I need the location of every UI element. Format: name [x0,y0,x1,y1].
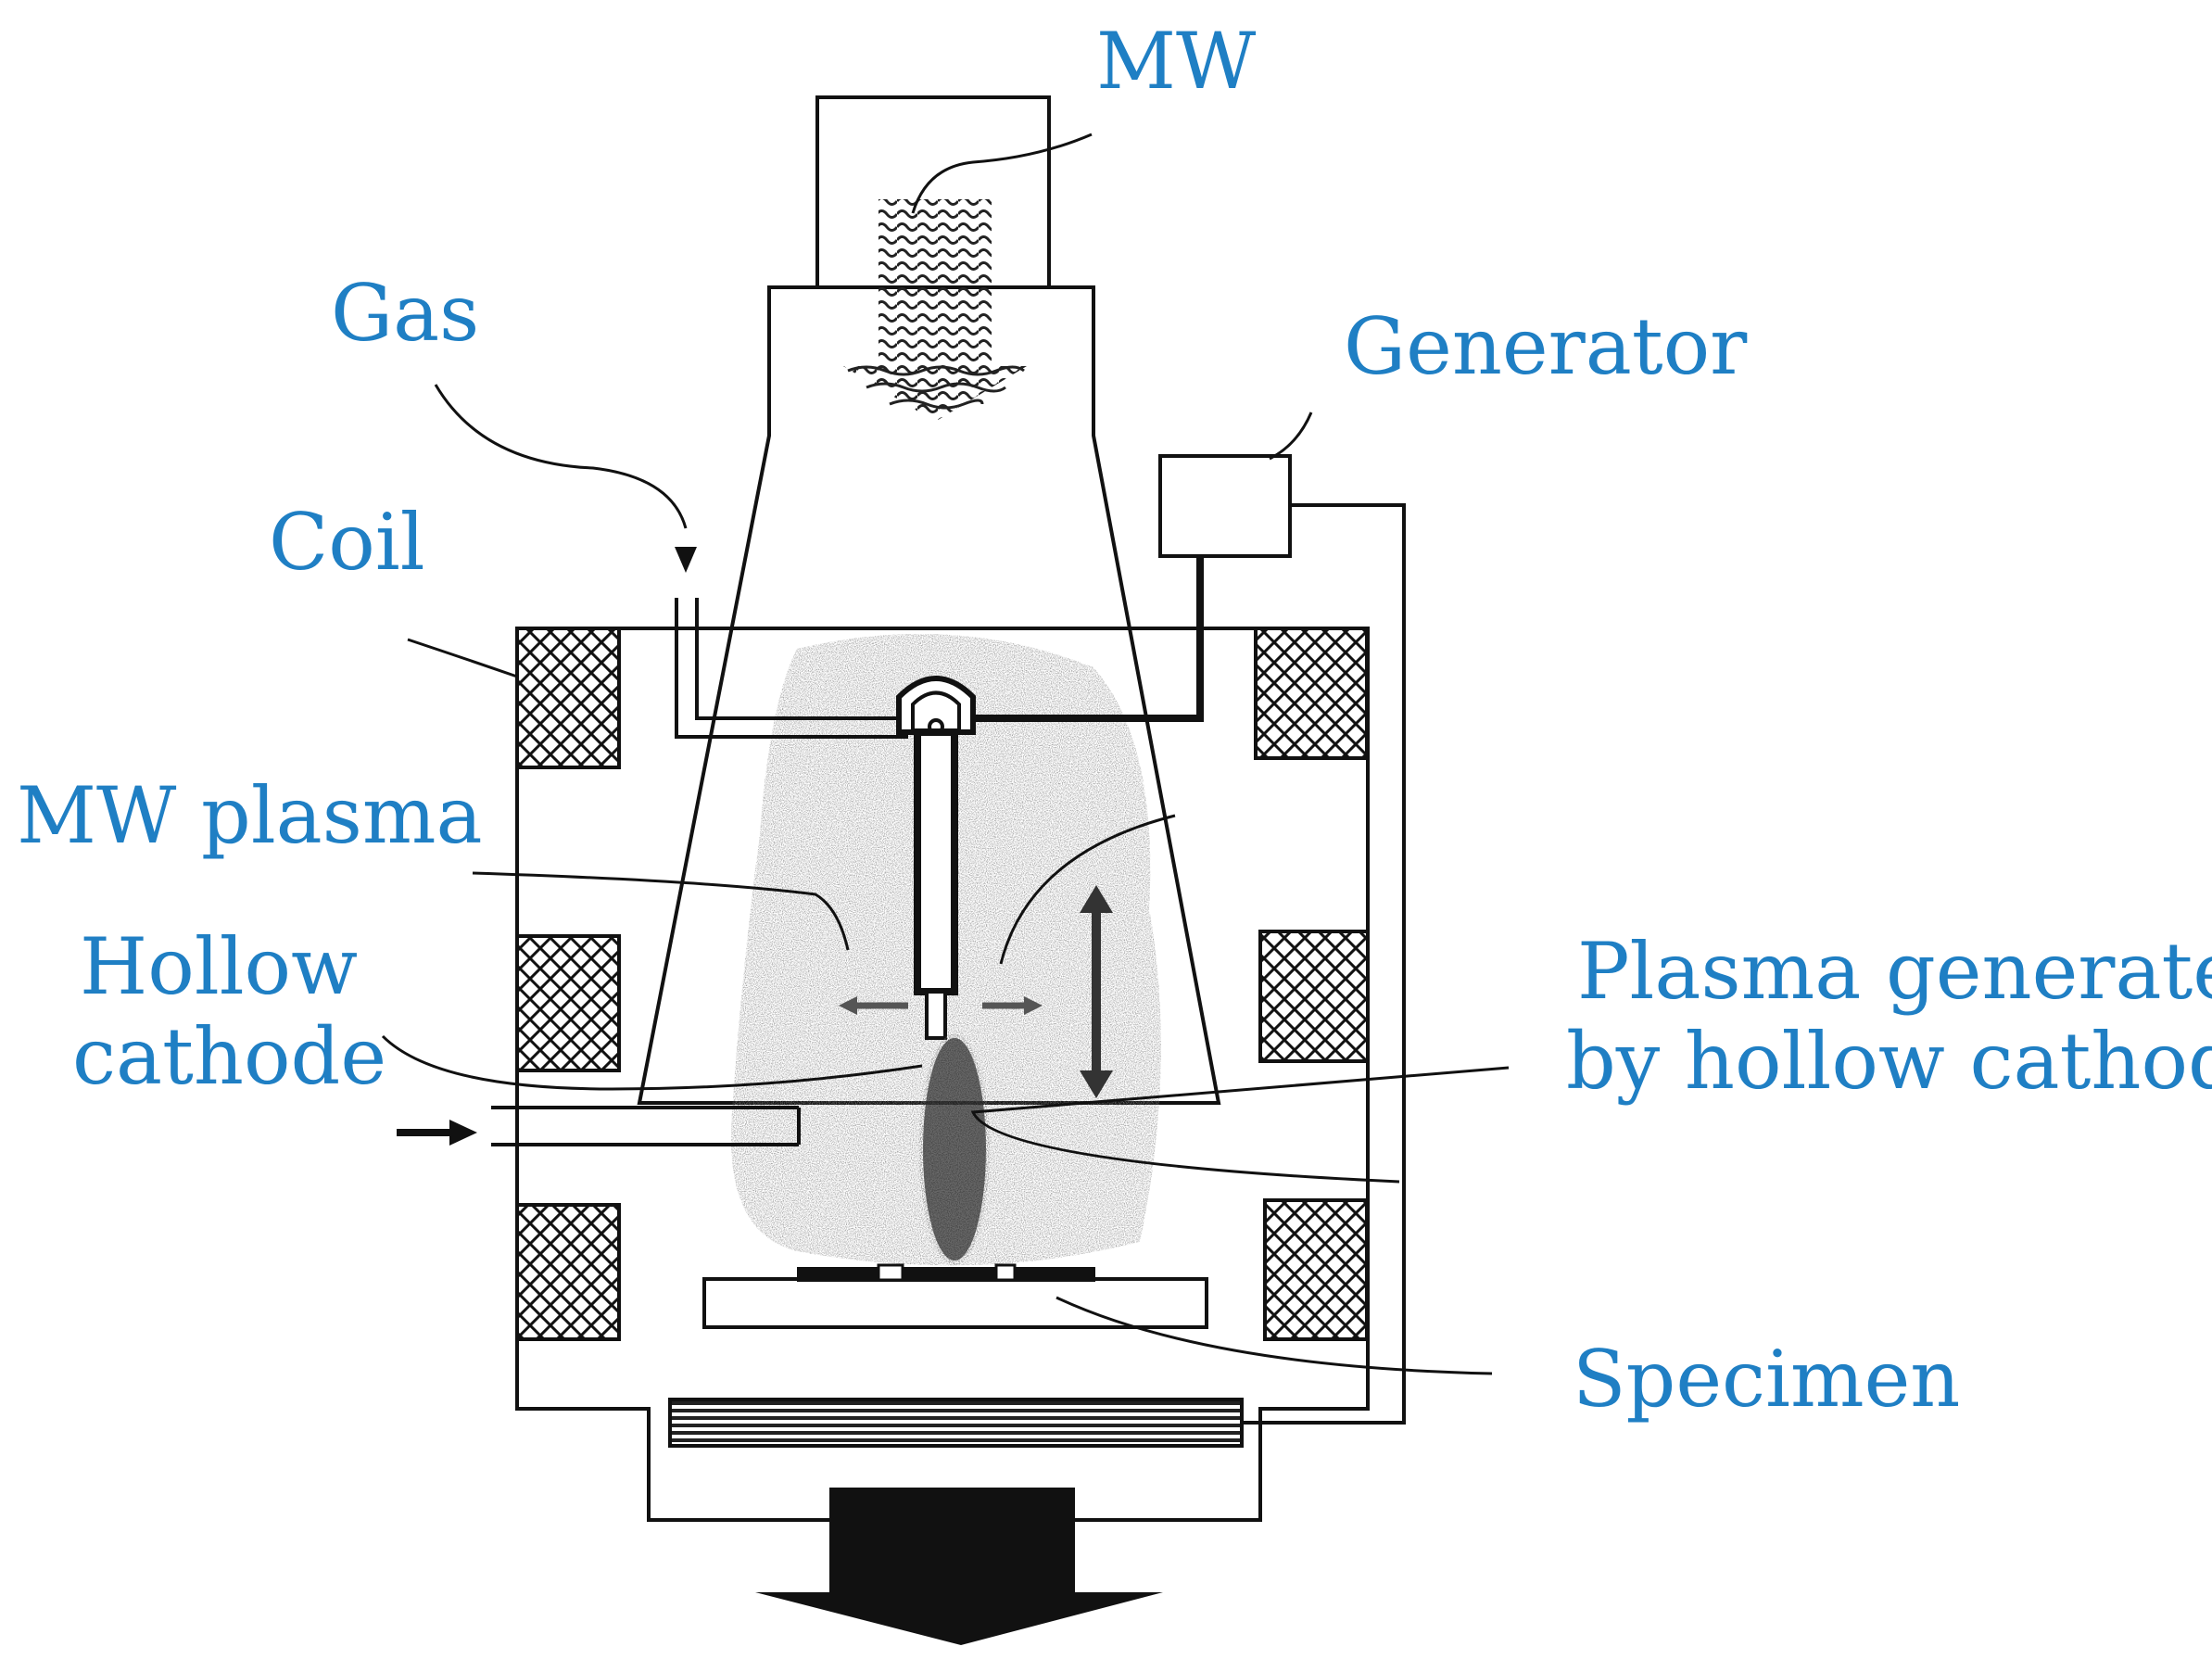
microwave-arrow-icon [843,199,1027,422]
label-generator: Generator [1344,301,1748,392]
gas-tube [675,598,908,739]
label-plasma-hc-line2: by hollow cathode [1566,1015,2212,1107]
mw-horn [637,285,1221,1105]
coil-bottom-right [1263,1198,1369,1341]
coil-bottom-left [515,1203,621,1341]
heater-plate [668,1398,1244,1448]
generator-wire-substrate [1242,503,1406,1425]
label-mw-plasma: MW plasma [17,770,483,861]
generator-box [1158,454,1292,558]
label-coil: Coil [269,497,425,588]
gas-arrow-icon [675,547,697,573]
leader-plasma-hc [970,1066,1510,1184]
inlet-arrow-icon [397,1120,477,1146]
chamber-wall [515,627,1370,1522]
leader-coil [407,638,518,678]
generator-wire-cathode [973,556,1204,722]
leader-plasma-hc-2 [999,814,1176,965]
leader-specimen [1055,1296,1493,1375]
leader-hollow-cathode [381,1034,923,1091]
coil-top-right [1254,627,1369,760]
label-mw: MW [1096,16,1257,107]
exhaust-arrow-icon [755,1488,1163,1645]
specimen-holder-table [702,1277,1208,1329]
coil-mid-right [1258,930,1370,1063]
leader-generator [1269,412,1313,461]
leader-mw [911,133,1093,214]
coil-mid-left [515,934,621,1072]
hollow-cathode [896,676,976,1040]
specimen [797,1267,1095,1282]
label-hollow-cathode-line1: Hollow [80,921,359,1012]
label-gas: Gas [331,268,480,359]
vertical-motion-arrow-icon [1080,885,1113,1098]
horizontal-motion-arrows-icon [839,996,1043,1015]
label-hollow-cathode-line2: cathode [72,1010,387,1102]
side-inlet-tube [491,1106,801,1146]
label-plasma-hollow-cathode: Plasma generated by hollow cathode [1566,927,2212,1106]
label-plasma-hc-line1: Plasma generated [1577,926,2212,1017]
label-hollow-cathode: Hollow cathode [72,922,386,1101]
leader-mw-plasma [472,871,850,951]
leader-gas [434,384,688,529]
coil-top-left [515,627,621,769]
label-specimen: Specimen [1573,1334,1961,1425]
